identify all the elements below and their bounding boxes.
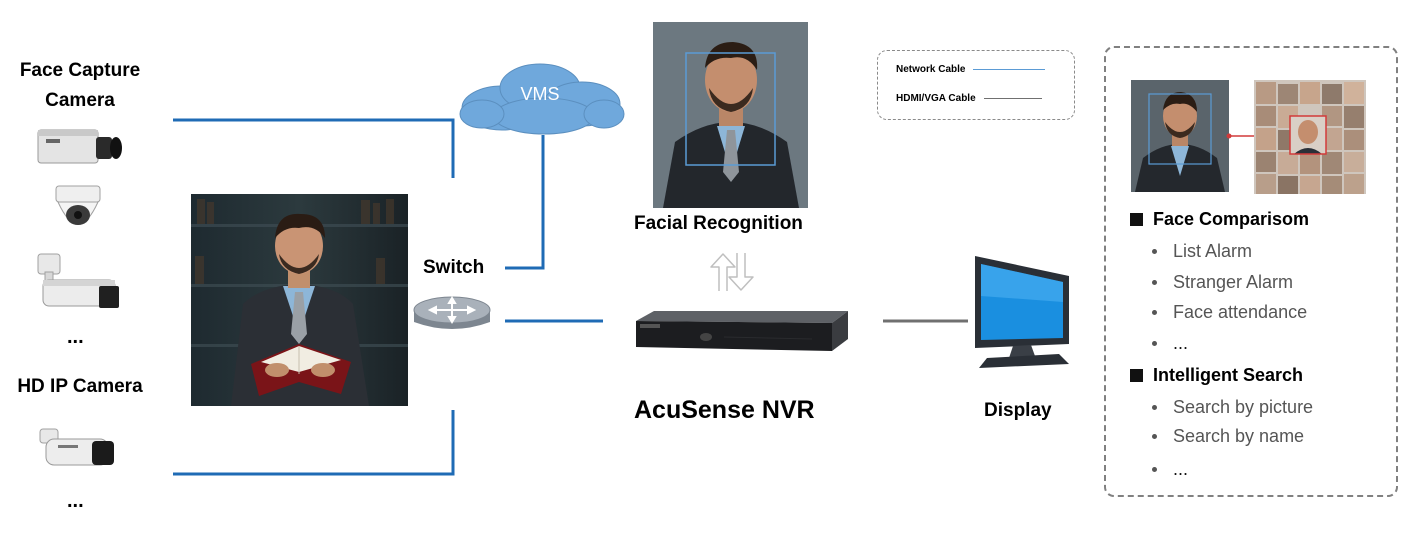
legend-network-cable: Network Cable: [896, 64, 1046, 75]
sync-arrows-icon: [710, 253, 754, 291]
ip-camera-more: ...: [67, 490, 84, 512]
bullet-icon: [1152, 280, 1157, 285]
bullet-icon: [1152, 310, 1157, 315]
monitor-icon: [975, 256, 1069, 368]
bullet-icon: [1152, 434, 1157, 439]
vms-label: VMS: [520, 84, 560, 104]
bullet-icon: [1152, 341, 1157, 346]
feature-item-face-more: ...: [1152, 333, 1188, 354]
bullet-icon: [1152, 405, 1157, 410]
nvr-icon: [636, 311, 848, 351]
feature-item-search-more: ...: [1152, 459, 1188, 480]
face-database-grid: [1254, 80, 1366, 194]
feature-item-stranger-alarm: Stranger Alarm: [1152, 272, 1293, 293]
acusense-nvr-label: AcuSense NVR: [634, 396, 815, 424]
feature-item-search-by-picture: Search by picture: [1152, 397, 1313, 418]
square-bullet-icon: [1130, 369, 1143, 382]
box-camera-icon: [37, 129, 122, 164]
captured-face-thumbnail: [1131, 80, 1229, 192]
bullet-icon: [1152, 467, 1157, 472]
man-reading-photo: [191, 194, 408, 406]
feature-item-search-by-name: Search by name: [1152, 426, 1304, 447]
legend-network-line: [973, 69, 1046, 70]
bullet-icon: [1152, 249, 1157, 254]
intelligent-search-title: Intelligent Search: [1130, 365, 1303, 386]
switch-label: Switch: [423, 257, 485, 278]
hd-ip-camera-label: HD IP Camera: [17, 376, 143, 397]
legend-hdmi-cable-label: HDMI/VGA Cable: [896, 93, 976, 104]
facial-recognition-label: Facial Recognition: [634, 213, 803, 234]
wire-switch-to-vms: [505, 135, 545, 270]
face-camera-more: ...: [67, 326, 84, 348]
dome-camera-icon: [55, 185, 101, 225]
switch-icon: [413, 296, 491, 329]
bullet-camera-icon: [37, 253, 119, 308]
legend-hdmi-line: [983, 98, 1042, 99]
legend-network-cable-label: Network Cable: [896, 64, 966, 75]
feature-item-face-attendance: Face attendance: [1152, 302, 1307, 323]
face-comparison-title: Face Comparisom: [1130, 209, 1309, 230]
feature-item-list-alarm: List Alarm: [1152, 241, 1252, 262]
face-capture-camera-label: Face Capture Camera: [19, 60, 141, 111]
wire-face-camera-to-switch: [173, 118, 455, 178]
facial-recognition-photo: [653, 22, 808, 208]
feature-panel: [1104, 46, 1398, 497]
display-label: Display: [984, 400, 1052, 421]
legend-hdmi-cable: HDMI/VGA Cable: [896, 93, 1042, 104]
square-bullet-icon: [1130, 213, 1143, 226]
vms-cloud-icon: [459, 63, 625, 135]
wire-ip-camera-to-switch: [173, 410, 455, 476]
cable-legend: Network Cable HDMI/VGA Cable: [877, 50, 1075, 120]
hd-bullet-camera-icon: [39, 428, 114, 466]
